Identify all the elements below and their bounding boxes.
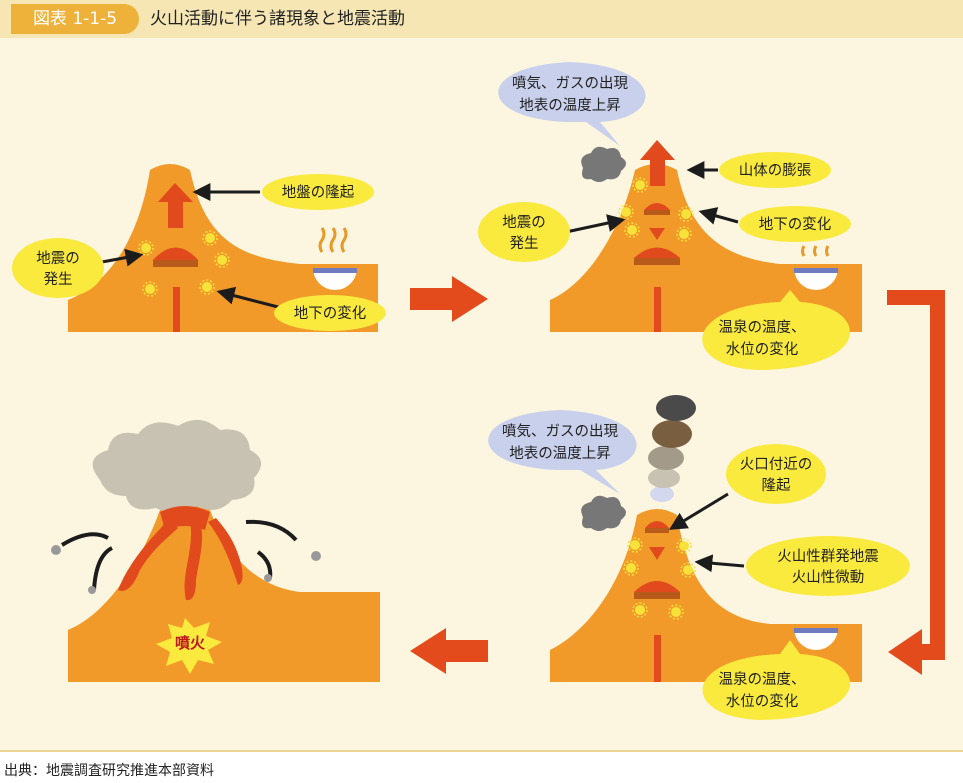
figure-number: 図表 1-1-5 [11, 4, 139, 34]
hot-spring-1 [313, 227, 357, 290]
flow-arrow-connector [887, 290, 945, 675]
label-text: 火口付近の [740, 456, 813, 473]
panel-4-eruption: 噴火 [51, 419, 380, 682]
steam-icon [318, 227, 348, 253]
uplift-arrow-1 [158, 183, 193, 228]
label-text: 火山性微動 [792, 569, 865, 586]
hot-spring-2 [794, 245, 838, 290]
label-spring-3 [702, 640, 851, 720]
flow-arrow-left [410, 628, 488, 674]
ash-column-3 [648, 395, 696, 502]
label-crater [726, 444, 826, 504]
volcano-3 [550, 509, 862, 682]
label-underground-2 [739, 206, 851, 242]
ejecta-rock [51, 545, 61, 555]
label-text: 地表の温度上昇 [509, 445, 611, 462]
label-quake-2 [478, 202, 570, 262]
label-quake-1 [12, 238, 104, 298]
eruption-burst-icon [156, 618, 222, 674]
label-text: 地震の [36, 250, 80, 267]
speech-bubble-3 [488, 410, 637, 494]
magma-conduit-1 [173, 287, 180, 332]
ejecta-rock [311, 551, 321, 561]
lava-flow [118, 518, 243, 601]
label-text: 発生 [510, 235, 539, 252]
label-text: 山体の膨張 [739, 162, 812, 179]
label-uplift-1 [262, 174, 374, 210]
label-swelling [719, 152, 831, 188]
panel-1-initial: 地盤の隆起 地震の 発生 地下の変化 [12, 164, 386, 332]
speech-bubble-2 [498, 62, 646, 146]
label-eruption: 噴火 [175, 634, 206, 652]
label-text: 温泉の温度、 [719, 671, 806, 688]
label-spring-2 [702, 290, 851, 370]
label-text: 温泉の温度、 [719, 319, 806, 336]
label-text: 水位の変化 [726, 693, 799, 710]
volcano-2 [550, 164, 862, 332]
source-note: 出典：地震調査研究推進本部資料 [4, 763, 214, 779]
label-text: 隆起 [762, 477, 791, 494]
label-text: 噴気、ガスの出現 [512, 75, 628, 92]
smoke-cloud-3 [581, 495, 626, 531]
ejecta-rock [88, 586, 96, 594]
ejecta-rock [264, 574, 272, 582]
eruption-cloud [92, 419, 262, 514]
panel-2-precursors: 噴気、ガスの出現 地表の温度上昇 山体の膨張 地震の 発生 地下の変化 温泉の温… [478, 62, 862, 370]
label-text: 地盤の隆起 [282, 184, 355, 201]
label-text: 地表の温度上昇 [519, 97, 621, 114]
label-text: 火山性群発地震 [777, 548, 879, 565]
smoke-cloud-2 [581, 146, 626, 182]
panel-3-imminent: 噴気、ガスの出現 地表の温度上昇 火口付近の 隆起 火山性群発地震 火山性微動 … [488, 395, 910, 720]
label-text: 発生 [44, 271, 73, 288]
swelling-arrow [640, 140, 675, 186]
label-text: 地震の [502, 214, 546, 231]
label-text: 地下の変化 [294, 305, 367, 322]
ejecta-trails [60, 519, 298, 591]
label-text: 噴気、ガスの出現 [502, 423, 618, 440]
flow-arrow-right [410, 276, 488, 322]
figure-title: 火山活動に伴う諸現象と地震活動 [150, 9, 405, 29]
hot-spring-3 [794, 628, 838, 650]
label-underground-1 [274, 295, 386, 331]
steam-icon [801, 245, 830, 257]
label-text: 水位の変化 [726, 341, 799, 358]
label-text: 地下の変化 [759, 216, 832, 233]
figure-header: 図表 1-1-5 火山活動に伴う諸現象と地震活動 [0, 0, 963, 38]
label-volcanic-quake [746, 536, 910, 596]
magma-chamber-1 [153, 247, 198, 260]
